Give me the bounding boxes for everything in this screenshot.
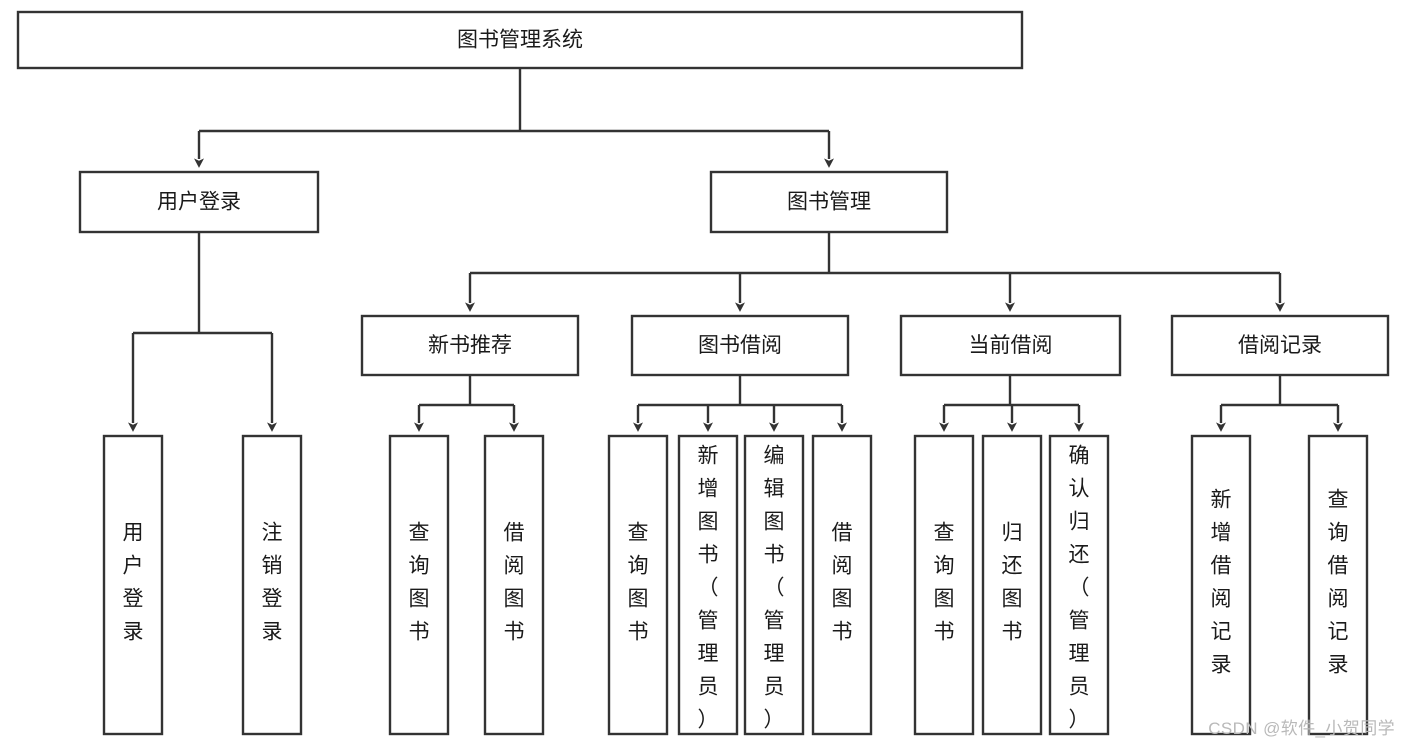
leaf-node-12-label: 新增借阅记录 (1211, 488, 1232, 676)
level3-node-4-box[interactable] (1170, 314, 1390, 377)
leaf-node-1-box[interactable] (102, 434, 164, 736)
nodes-layer: 图书管理系统用户登录图书管理新书推荐图书借阅当前借阅借阅记录用户登录注销登录查询… (16, 10, 1390, 736)
leaf-node-6[interactable]: 新增图书（管理员） (677, 434, 739, 736)
level3-node-3-box[interactable] (899, 314, 1122, 377)
leaf-node-13[interactable]: 查询借阅记录 (1307, 434, 1369, 736)
level3-node-1[interactable]: 新书推荐 (360, 314, 580, 377)
level2-node-2[interactable]: 图书管理 (709, 170, 949, 234)
leaf-node-9-label: 查询图书 (934, 521, 955, 643)
leaf-node-6-box[interactable] (677, 434, 739, 736)
level3-node-2-box[interactable] (630, 314, 850, 377)
leaf-node-13-box[interactable] (1307, 434, 1369, 736)
leaf-node-11[interactable]: 确认归还（管理员） (1048, 434, 1110, 736)
level2-node-1[interactable]: 用户登录 (78, 170, 320, 234)
leaf-node-4-label: 借阅图书 (504, 521, 525, 643)
level3-node-1-label: 新书推荐 (428, 334, 512, 357)
level3-node-2-label: 图书借阅 (698, 334, 782, 357)
leaf-node-12[interactable]: 新增借阅记录 (1190, 434, 1252, 736)
leaf-node-5-box[interactable] (607, 434, 669, 736)
leaf-node-5-label: 查询图书 (628, 521, 649, 643)
level3-node-3[interactable]: 当前借阅 (899, 314, 1122, 377)
level2-node-2-box[interactable] (709, 170, 949, 234)
leaf-node-6-label: 新增图书（管理员） (698, 444, 719, 731)
leaf-node-11-box[interactable] (1048, 434, 1110, 736)
leaf-node-4[interactable]: 借阅图书 (483, 434, 545, 736)
leaf-node-10-label: 归还图书 (1002, 521, 1023, 643)
leaf-node-12-box[interactable] (1190, 434, 1252, 736)
leaf-node-3-box[interactable] (388, 434, 450, 736)
leaf-node-11-label: 确认归还（管理员） (1069, 444, 1090, 731)
root-node-book-management-system-label: 图书管理系统 (457, 29, 583, 52)
watermark-text: CSDN @软件_小贺同学 (1208, 719, 1395, 738)
leaf-node-3-label: 查询图书 (409, 521, 430, 643)
leaf-node-9[interactable]: 查询图书 (913, 434, 975, 736)
level3-node-4-label: 借阅记录 (1238, 334, 1322, 357)
leaf-node-4-box[interactable] (483, 434, 545, 736)
root-node-book-management-system-box[interactable] (16, 10, 1024, 70)
leaf-node-1-label: 用户登录 (123, 521, 144, 643)
leaf-node-13-label: 查询借阅记录 (1328, 488, 1349, 676)
level2-node-1-box[interactable] (78, 170, 320, 234)
level2-node-1-label: 用户登录 (157, 191, 241, 214)
leaf-node-1[interactable]: 用户登录 (102, 434, 164, 736)
leaf-node-7-label: 编辑图书（管理员） (764, 444, 785, 731)
leaf-node-7[interactable]: 编辑图书（管理员） (743, 434, 805, 736)
leaf-node-8-box[interactable] (811, 434, 873, 736)
connectors-layer (128, 68, 1343, 432)
level3-node-4[interactable]: 借阅记录 (1170, 314, 1390, 377)
leaf-node-2-box[interactable] (241, 434, 303, 736)
leaf-node-2[interactable]: 注销登录 (241, 434, 303, 736)
leaf-node-3[interactable]: 查询图书 (388, 434, 450, 736)
level3-node-2[interactable]: 图书借阅 (630, 314, 850, 377)
root-node-book-management-system[interactable]: 图书管理系统 (16, 10, 1024, 70)
leaf-node-2-label: 注销登录 (262, 521, 283, 643)
leaf-node-8[interactable]: 借阅图书 (811, 434, 873, 736)
level3-node-3-label: 当前借阅 (969, 334, 1053, 357)
leaf-node-8-label: 借阅图书 (832, 521, 853, 643)
leaf-node-5[interactable]: 查询图书 (607, 434, 669, 736)
level2-node-2-label: 图书管理 (787, 191, 871, 214)
leaf-node-9-box[interactable] (913, 434, 975, 736)
leaf-node-10[interactable]: 归还图书 (981, 434, 1043, 736)
leaf-node-7-box[interactable] (743, 434, 805, 736)
level3-node-1-box[interactable] (360, 314, 580, 377)
leaf-node-10-box[interactable] (981, 434, 1043, 736)
